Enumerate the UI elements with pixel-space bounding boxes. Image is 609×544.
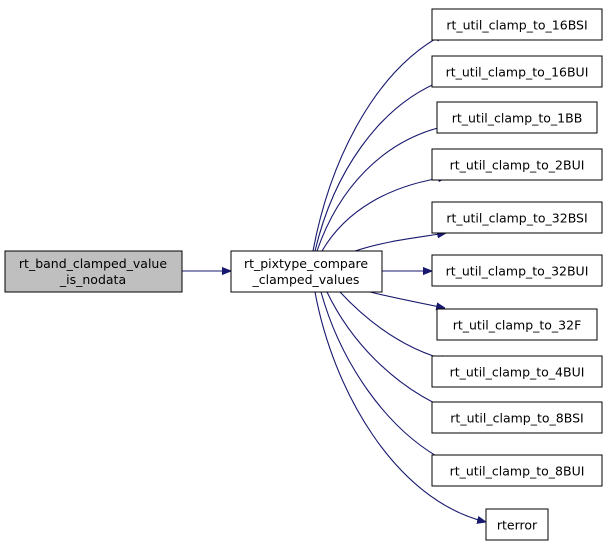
node-label: rt_util_clamp_to_4BUI	[450, 365, 585, 380]
edge-mid-to-rt-util-clamp-to-4bui	[339, 291, 450, 361]
node-rt-util-clamp-to-32bsi[interactable]: rt_util_clamp_to_32BSI	[431, 201, 603, 234]
node-rt-util-clamp-to-8bui[interactable]: rt_util_clamp_to_8BUI	[431, 454, 603, 487]
node-label: rt_util_clamp_to_32BUI	[446, 264, 589, 279]
node-label: rt_util_clamp_to_8BUI	[450, 464, 585, 479]
node-label-line2: _clamped_values	[252, 272, 360, 287]
node-rt-util-clamp-to-8bsi[interactable]: rt_util_clamp_to_8BSI	[431, 401, 603, 434]
node-label: rt_util_clamp_to_32F	[453, 318, 582, 333]
node-rt-util-clamp-to-16bui[interactable]: rt_util_clamp_to_16BUI	[431, 55, 603, 88]
node-rt-util-clamp-to-2bui[interactable]: rt_util_clamp_to_2BUI	[431, 148, 603, 181]
node-label: rterror	[497, 518, 538, 533]
node-rt-util-clamp-to-32bui[interactable]: rt_util_clamp_to_32BUI	[431, 254, 603, 287]
node-label-line2: _is_nodata	[59, 272, 126, 287]
node-label: rt_util_clamp_to_8BSI	[450, 411, 583, 426]
node-rt-util-clamp-to-32f[interactable]: rt_util_clamp_to_32F	[436, 308, 598, 341]
edge-mid-to-rt-util-clamp-to-1bb	[316, 126, 446, 252]
edge-mid-to-rt-util-clamp-to-16bui	[314, 80, 444, 252]
edge-mid-to-rt-util-clamp-to-32bsi	[354, 233, 446, 252]
edge-mid-to-rt-util-clamp-to-8bsi	[326, 291, 447, 410]
node-rt-util-clamp-to-1bb[interactable]: rt_util_clamp_to_1BB	[436, 101, 598, 134]
edge-mid-to-rt-util-clamp-to-32f	[369, 291, 445, 308]
node-label: rt_util_clamp_to_32BSI	[446, 211, 587, 226]
edges-layer	[182, 34, 486, 522]
edge-mid-to-rt-util-clamp-to-2bui	[321, 177, 447, 252]
node-rt-util-clamp-to-4bui[interactable]: rt_util_clamp_to_4BUI	[431, 355, 603, 388]
callee-nodes-layer: rt_util_clamp_to_16BSI rt_util_clamp_to_1…	[431, 8, 603, 541]
edge-mid-to-rt-util-clamp-to-8bui	[320, 291, 447, 462]
node-label-line1: rt_pixtype_compare	[244, 256, 368, 271]
node-rterror[interactable]: rterror	[485, 508, 549, 541]
node-label: rt_util_clamp_to_16BSI	[446, 18, 587, 33]
edge-mid-to-rterror	[314, 291, 486, 522]
node-rt-pixtype-compare-clamped-values[interactable]: rt_pixtype_compare _clamped_values	[230, 250, 383, 293]
node-label-line1: rt_band_clamped_value	[19, 256, 167, 271]
node-label: rt_util_clamp_to_2BUI	[450, 158, 585, 173]
node-label: rt_util_clamp_to_16BUI	[446, 65, 589, 80]
node-rt-util-clamp-to-16bsi[interactable]: rt_util_clamp_to_16BSI	[431, 8, 603, 41]
node-label: rt_util_clamp_to_1BB	[452, 111, 583, 126]
node-rt-band-clamped-value-is-nodata[interactable]: rt_band_clamped_value _is_nodata	[4, 250, 183, 293]
edge-mid-to-rt-util-clamp-to-16bsi	[312, 34, 444, 252]
